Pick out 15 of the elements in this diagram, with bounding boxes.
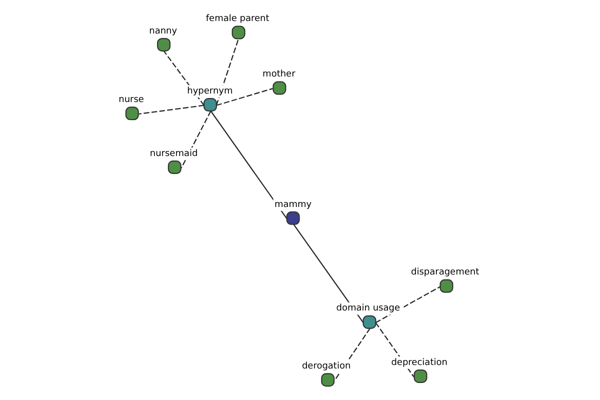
connector	[293, 224, 364, 323]
connector	[163, 50, 204, 106]
connector	[375, 286, 441, 324]
connector	[375, 322, 414, 378]
node-label: disparagement	[411, 268, 480, 278]
node-label: nanny	[149, 26, 178, 36]
connector	[210, 110, 288, 220]
node-label: nurse	[118, 95, 144, 106]
connector	[216, 88, 273, 106]
connector	[334, 328, 371, 381]
connector	[138, 104, 204, 115]
node-label: mother	[262, 70, 296, 80]
connector	[216, 38, 240, 106]
connector	[180, 110, 212, 168]
node-label: female parent	[206, 14, 270, 24]
